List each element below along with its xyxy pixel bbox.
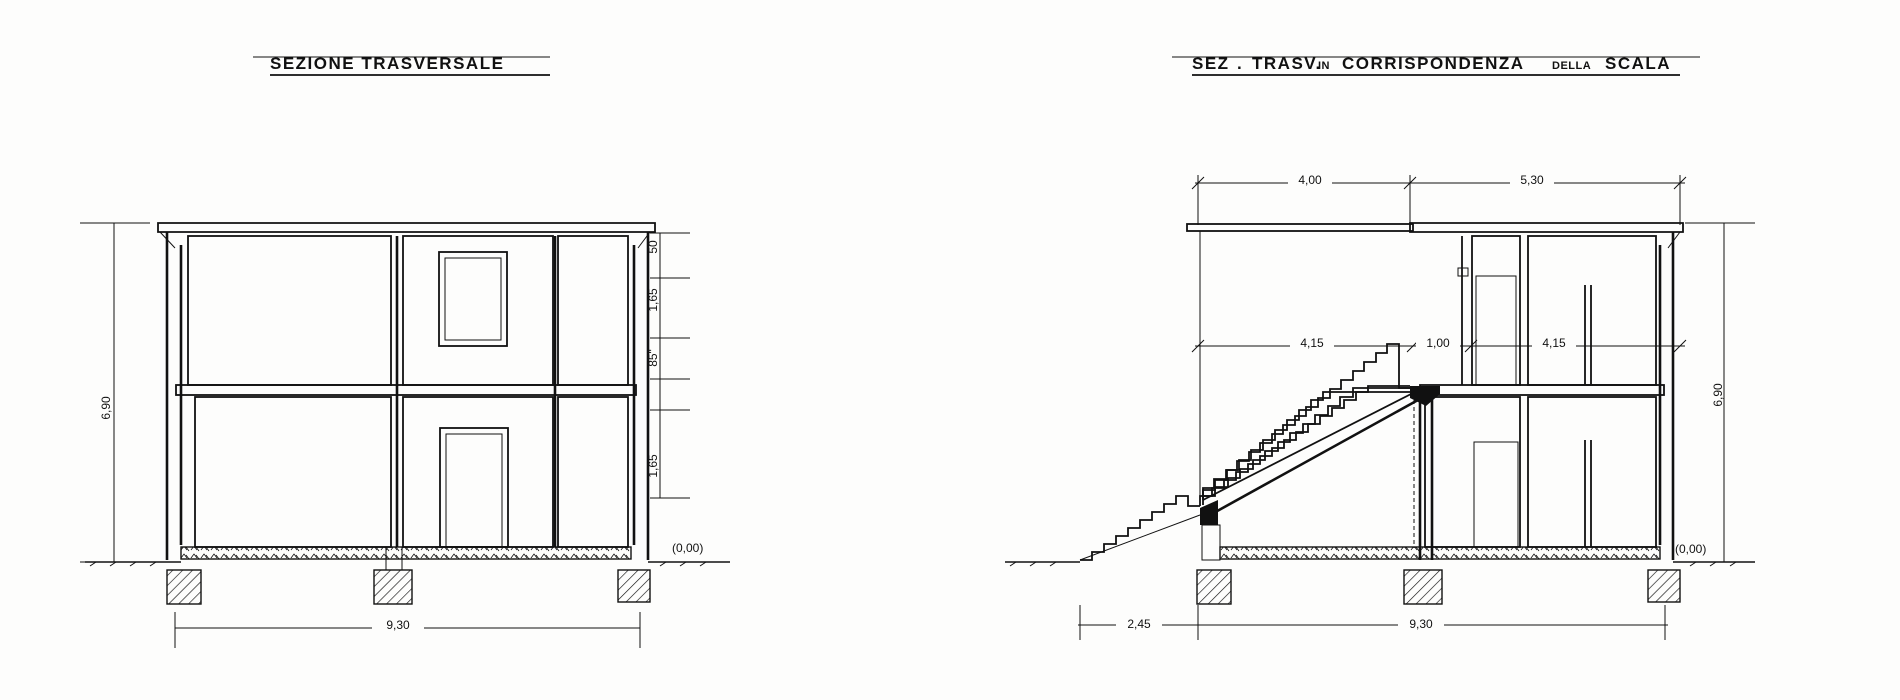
right-stair-base-block bbox=[1200, 500, 1218, 525]
left-dim-h4: 1,65 bbox=[646, 454, 660, 478]
left-footing-2 bbox=[373, 569, 413, 605]
left-dim-width-label: 9,30 bbox=[386, 618, 410, 632]
right-title-in: IN bbox=[1318, 60, 1330, 72]
left-lower-room-1 bbox=[194, 396, 392, 548]
right-stair-flight-lower bbox=[1080, 495, 1200, 561]
left-upper-door bbox=[438, 251, 508, 347]
left-ground-level-label: (0,00) bbox=[672, 541, 703, 555]
right-dim-bottom-gap-a bbox=[1116, 615, 1162, 631]
right-title-corrispondenza: CORRISPONDENZA bbox=[1342, 54, 1525, 73]
left-dim-h2: 1,65 bbox=[646, 288, 660, 312]
left-upper-room-3 bbox=[557, 235, 629, 386]
right-stair-slab-soffit bbox=[1209, 398, 1419, 517]
left-dim-h1: 50 bbox=[646, 240, 660, 254]
left-lower-room-2 bbox=[402, 396, 554, 548]
left-footing-3 bbox=[617, 569, 651, 603]
right-lower-door bbox=[1473, 441, 1519, 548]
right-dim-bottom-ticks bbox=[1079, 605, 1666, 640]
right-dim-height-label: 6,90 bbox=[1711, 383, 1725, 407]
left-upper-room-1 bbox=[187, 235, 392, 386]
right-ground-slab bbox=[1219, 546, 1661, 560]
left-lower-door-inner bbox=[445, 433, 503, 548]
right-roof-canopy bbox=[1186, 223, 1414, 232]
left-dim-height-label: 6,90 bbox=[99, 396, 113, 420]
right-title-dot: . bbox=[1237, 54, 1243, 73]
right-ground-ticks bbox=[1009, 561, 1737, 567]
left-ground-ticks bbox=[89, 561, 707, 567]
right-footing-3 bbox=[1647, 569, 1681, 603]
right-stair-sawtooth-guide bbox=[1202, 391, 1416, 501]
left-ground-slab bbox=[180, 546, 632, 560]
right-title-trasv: TRASV. bbox=[1252, 54, 1322, 73]
left-roof-haunch bbox=[159, 231, 651, 249]
left-footing-stem bbox=[385, 546, 403, 571]
right-title-sez: SEZ bbox=[1192, 54, 1230, 73]
left-section: SEZIONE TRASVERSALE bbox=[80, 54, 730, 648]
right-upper-room-2 bbox=[1527, 235, 1657, 386]
right-dim-bottom-gap-b bbox=[1398, 615, 1444, 631]
right-dim-top-b: 5,30 bbox=[1520, 173, 1544, 187]
right-stair-steps-hidden bbox=[1202, 343, 1410, 498]
right-dim-mid-b: 1,00 bbox=[1426, 336, 1450, 350]
left-floor-slab bbox=[175, 384, 637, 396]
right-upper-door bbox=[1475, 275, 1517, 386]
right-dim-mid-c: 4,15 bbox=[1542, 336, 1566, 350]
right-dim-top-slashes bbox=[1191, 176, 1687, 190]
left-dim-h3: 85" bbox=[646, 349, 660, 367]
right-upper-room-1 bbox=[1471, 235, 1521, 386]
right-title-della: DELLA bbox=[1552, 60, 1591, 72]
left-section-title: SEZIONE TRASVERSALE bbox=[270, 54, 504, 73]
right-dim-mid-a: 4,15 bbox=[1300, 336, 1324, 350]
right-floor-slab bbox=[1419, 384, 1665, 396]
right-upper-wall-detail bbox=[1457, 267, 1469, 277]
left-lower-room-3 bbox=[557, 396, 629, 548]
right-footing-1 bbox=[1196, 569, 1232, 605]
left-upper-door-inner bbox=[444, 257, 502, 341]
right-title-scala: SCALA bbox=[1605, 54, 1671, 73]
right-roof-slab bbox=[1409, 222, 1684, 233]
right-stair-steps bbox=[1199, 385, 1410, 506]
left-footing-1 bbox=[166, 569, 202, 605]
right-dim-mid-gap-c bbox=[1532, 335, 1576, 351]
left-roof-slab bbox=[157, 222, 656, 233]
left-lower-door bbox=[439, 427, 509, 548]
right-ground-level-label: (0,00) bbox=[1675, 542, 1706, 556]
right-dim-top-gap-a bbox=[1288, 172, 1332, 188]
right-dim-mid-gap-b bbox=[1416, 335, 1460, 351]
right-dim-top-gap-b bbox=[1510, 172, 1554, 188]
right-footing-2 bbox=[1403, 569, 1443, 605]
right-dim-width-label: 9,30 bbox=[1409, 617, 1433, 631]
right-stair-base-wall bbox=[1201, 524, 1221, 561]
right-lower-room-2 bbox=[1527, 396, 1657, 548]
right-dim-mid-gap-a bbox=[1290, 335, 1334, 351]
right-dim-stair-run: 2,45 bbox=[1127, 617, 1151, 631]
right-lower-room-1 bbox=[1424, 396, 1521, 548]
right-dim-top-a: 4,00 bbox=[1298, 173, 1322, 187]
left-dim-width-gap bbox=[372, 616, 424, 632]
right-dim-mid-slashes bbox=[1191, 339, 1687, 353]
right-section: SEZ . TRASV. IN CORRISPONDENZA DELLA SCA… bbox=[1005, 54, 1755, 640]
left-dim-right-ticks bbox=[650, 232, 690, 499]
right-section-title: SEZ . TRASV. IN CORRISPONDENZA DELLA SCA… bbox=[1192, 54, 1671, 73]
right-stair-lower-soffit bbox=[1079, 514, 1201, 561]
